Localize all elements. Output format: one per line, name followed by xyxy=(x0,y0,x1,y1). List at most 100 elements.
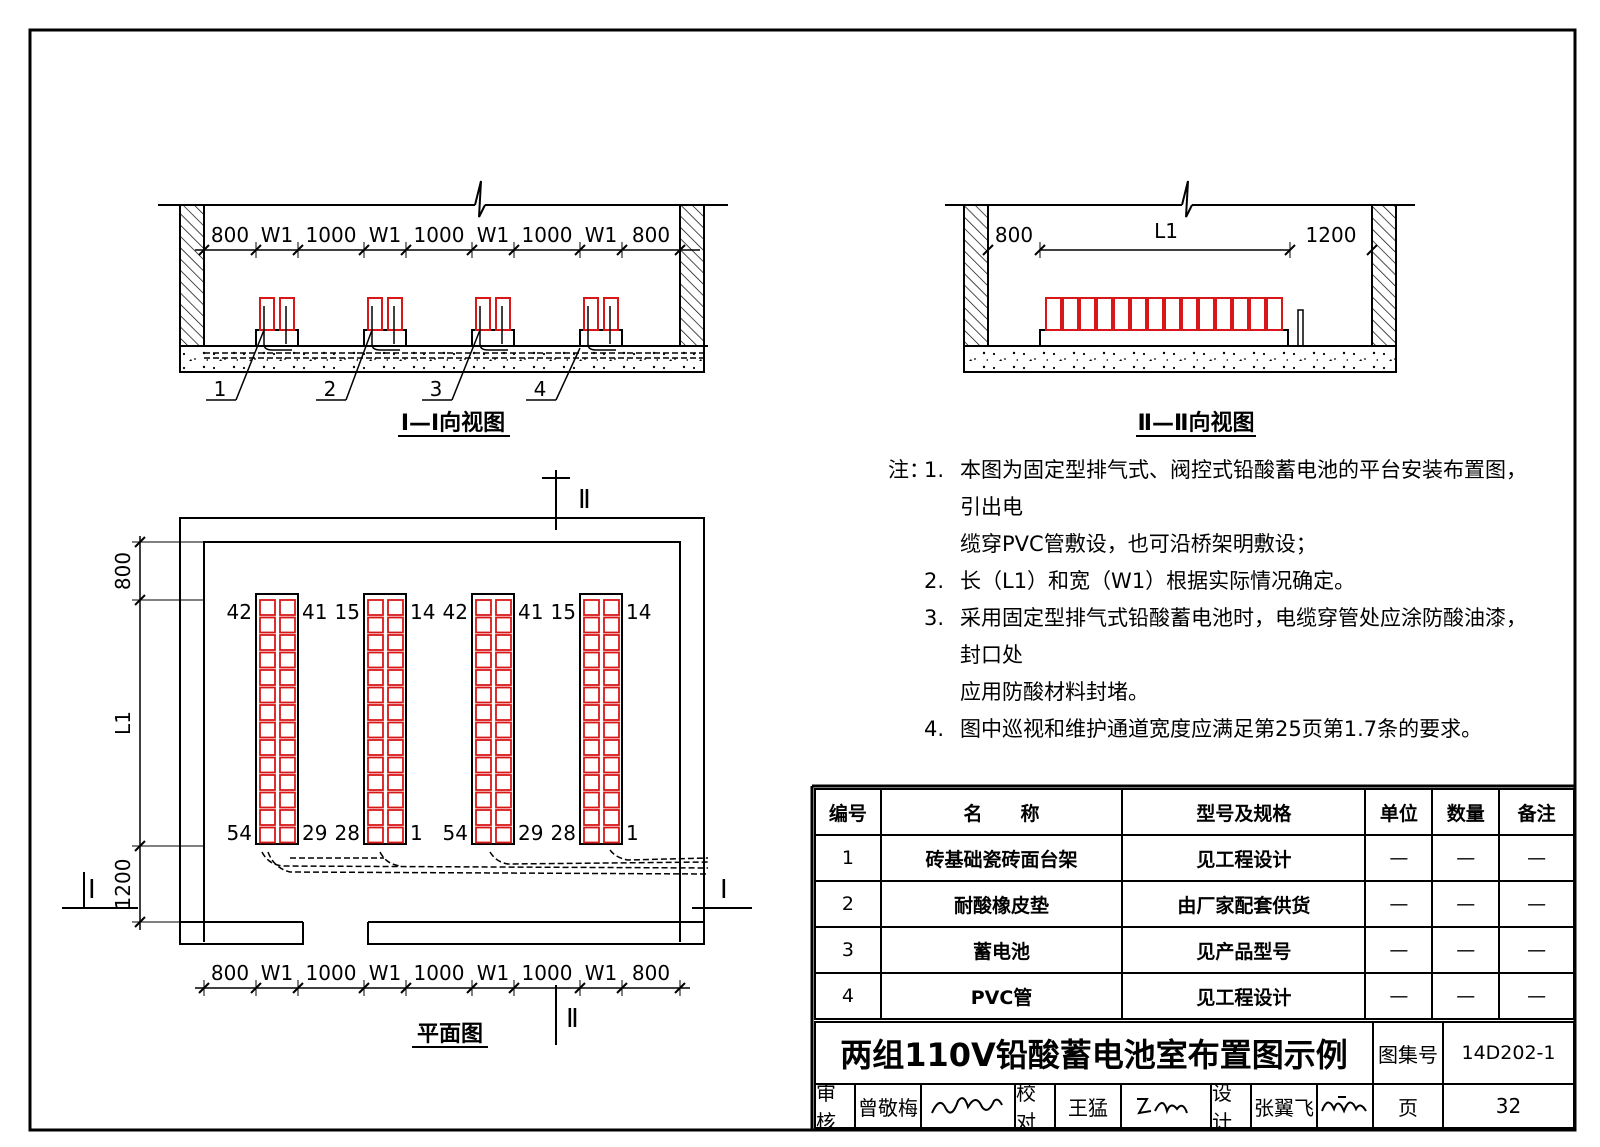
battery-cell xyxy=(367,721,384,739)
battery-cell xyxy=(603,651,620,669)
battery-cell xyxy=(387,686,404,704)
dim-label: 800 xyxy=(211,223,249,247)
battery-cell xyxy=(1147,297,1164,331)
battery-cell xyxy=(603,704,620,721)
battery-cell xyxy=(583,634,600,651)
battery-cell xyxy=(367,669,384,686)
table-row: 3 蓄电池 见产品型号 — — — xyxy=(814,926,1575,974)
battery-rack xyxy=(471,593,515,845)
battery-stand xyxy=(363,329,407,347)
battery-cell xyxy=(259,774,276,791)
battery-cell xyxy=(603,774,620,791)
battery-cell xyxy=(1249,297,1266,331)
bom-cell: — xyxy=(1498,972,1575,1020)
battery-cell xyxy=(367,756,384,774)
battery-cell xyxy=(259,704,276,721)
battery-cell xyxy=(495,809,512,826)
battery-cell xyxy=(475,739,492,756)
battery-cell xyxy=(1164,297,1181,331)
cell-number: 41 xyxy=(518,600,543,624)
callout-label: 1 xyxy=(214,377,227,401)
dim-label: 1000 xyxy=(522,961,573,985)
bom-cell: 见工程设计 xyxy=(1121,972,1367,1020)
battery-cell xyxy=(475,809,492,826)
note-text: 本图为固定型排气式、阀控式铅酸蓄电池的平台安装布置图，引出电 xyxy=(960,458,1527,519)
battery-cell xyxy=(367,616,384,634)
battery-cell xyxy=(259,616,276,634)
page-label: 页 xyxy=(1372,1083,1444,1129)
battery-cell xyxy=(495,826,512,844)
bom-header: 名 称 xyxy=(879,788,1124,836)
notes-block: 注： 1. 本图为固定型排气式、阀控式铅酸蓄电池的平台安装布置图，引出电 缆穿P… xyxy=(888,452,1528,748)
bom-cell: — xyxy=(1498,880,1575,928)
battery-cell xyxy=(603,826,620,844)
battery-cell xyxy=(475,669,492,686)
battery-cell xyxy=(279,616,296,634)
dim-label: 1000 xyxy=(414,961,465,985)
bom-cell: 1 xyxy=(814,834,882,882)
note-text: 采用固定型排气式铅酸蓄电池时，电缆穿管处应涂防酸油漆，封口处 xyxy=(960,606,1527,667)
battery-cell xyxy=(583,826,600,844)
bom-header: 数量 xyxy=(1431,788,1501,836)
battery-cell xyxy=(475,634,492,651)
battery-cell xyxy=(259,791,276,809)
battery-cell xyxy=(279,826,296,844)
table-row: 2 耐酸橡皮垫 由厂家配套供货 — — — xyxy=(814,880,1575,928)
battery-cell xyxy=(1266,297,1283,331)
signature-mark xyxy=(1137,1098,1188,1115)
battery-cell xyxy=(583,774,600,791)
battery-cell xyxy=(279,739,296,756)
battery-cell xyxy=(259,651,276,669)
check-label: 校对 xyxy=(1014,1081,1056,1134)
battery-cell xyxy=(1198,297,1215,331)
note-num: 2. xyxy=(924,569,945,593)
designer-name: 张翼飞 xyxy=(1250,1083,1318,1129)
battery-cell xyxy=(475,599,492,616)
battery-cell xyxy=(603,669,620,686)
battery-cell xyxy=(603,791,620,809)
battery-cell xyxy=(583,297,599,331)
battery-cell xyxy=(279,791,296,809)
battery-cell xyxy=(367,686,384,704)
dim-label: L1 xyxy=(1154,219,1178,243)
dim-label: 1000 xyxy=(306,223,357,247)
bom-table: 编号 名 称 型号及规格 单位 数量 备注 1 砖基础瓷砖面台架 见工程设计 —… xyxy=(814,788,1575,1020)
battery-cell xyxy=(387,297,403,331)
bom-cell: — xyxy=(1364,880,1434,928)
battery-cell xyxy=(387,634,404,651)
battery-cell xyxy=(259,809,276,826)
note-text: 图中巡视和维护通道宽度应满足第25页第1.7条的要求。 xyxy=(960,717,1483,741)
battery-cell xyxy=(387,721,404,739)
battery-cell xyxy=(475,774,492,791)
dim-label: W1 xyxy=(477,223,510,247)
cell-number: 42 xyxy=(443,600,468,624)
battery-cell xyxy=(279,651,296,669)
atlas-label: 图集号 xyxy=(1372,1021,1444,1085)
battery-cell xyxy=(495,599,512,616)
bom-cell: — xyxy=(1364,834,1434,882)
battery-cell xyxy=(583,721,600,739)
floor-slab xyxy=(179,345,705,373)
battery-stand xyxy=(579,329,623,347)
checker-signature xyxy=(1120,1083,1212,1129)
note-num: 1. xyxy=(924,458,945,482)
battery-cell xyxy=(279,756,296,774)
battery-cell xyxy=(475,721,492,739)
dim-label: 1200 xyxy=(1306,223,1357,247)
sheet-frame xyxy=(28,28,1577,1132)
battery-cell xyxy=(583,616,600,634)
dim-label: W1 xyxy=(477,961,510,985)
floor2-slab xyxy=(963,345,1397,373)
signature-mark xyxy=(931,1097,1003,1114)
title-block: 两组110V铅酸蓄电池室布置图示例 图集号 14D202-1 审核 曾敬梅 校对… xyxy=(814,1021,1575,1134)
battery-cell xyxy=(367,704,384,721)
bom-cell: 2 xyxy=(814,880,882,928)
battery-cell xyxy=(279,686,296,704)
dim-label: 800 xyxy=(111,552,135,590)
cell-number: 14 xyxy=(626,600,651,624)
notes-lead: 注： xyxy=(888,458,930,482)
battery-cell xyxy=(603,739,620,756)
cable-lead xyxy=(479,306,508,351)
